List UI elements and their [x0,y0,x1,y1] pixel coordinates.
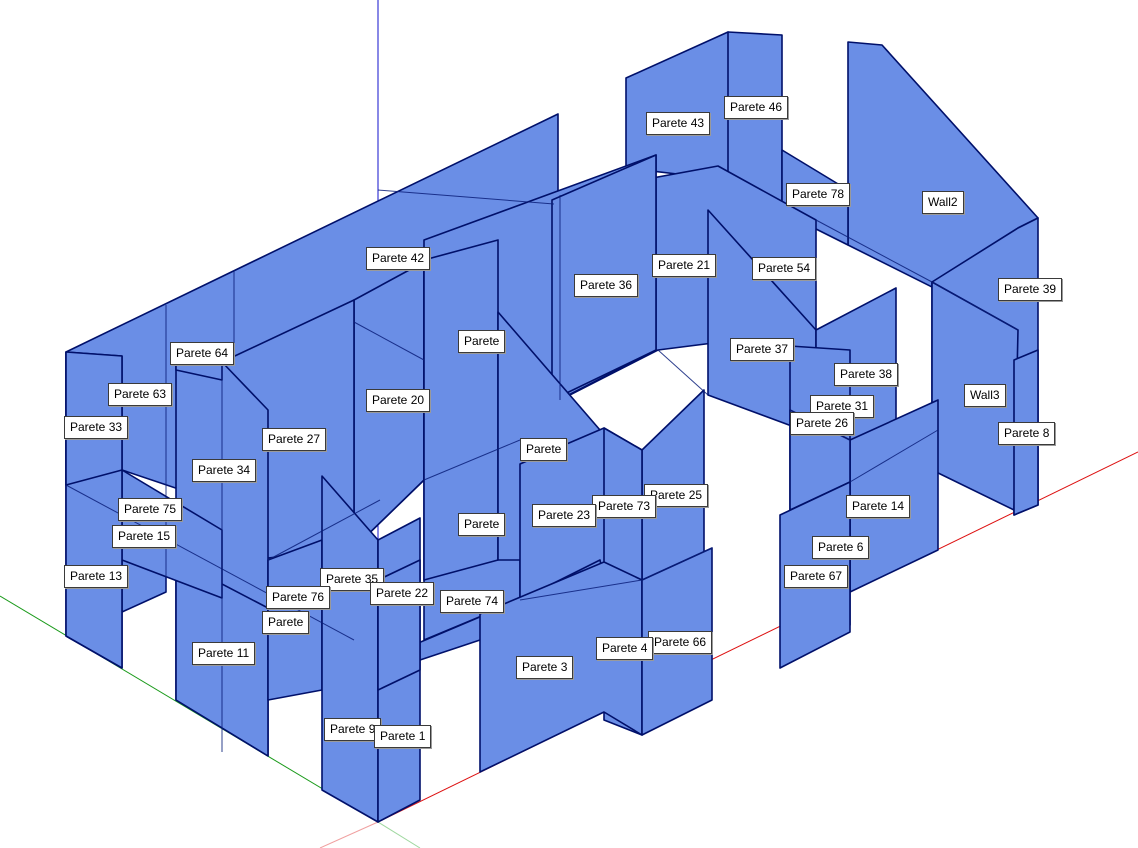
label-parete-26: Parete 26 [790,412,855,435]
label-parete-73: Parete 73 [592,495,657,518]
label-parete-46: Parete 46 [724,96,789,119]
label-parete-36: Parete 36 [574,274,639,297]
label-parete-23: Parete 23 [532,504,597,527]
label-parete-66: Parete 66 [648,631,713,654]
label-parete-partial-3: Parete [458,513,506,536]
edge-line [377,189,555,205]
label-parete-27: Parete 27 [262,428,327,451]
edge-line [641,547,713,581]
label-parete-4: Parete 4 [596,637,654,660]
label-parete-64: Parete 64 [170,342,235,365]
edge-line [657,349,709,396]
label-wall3: Wall3 [964,384,1006,407]
label-parete-34: Parete 34 [192,459,257,482]
edge-line [849,429,939,483]
label-parete-partial-4: Parete [262,611,310,634]
green-axis [0,595,379,823]
label-parete-6: Parete 6 [812,536,870,559]
edge-line [423,439,521,481]
label-parete-38: Parete 38 [834,363,899,386]
edge-line [815,219,933,283]
label-parete-75: Parete 75 [118,498,183,521]
wall-parete-43[interactable] [625,31,729,181]
label-parete-13: Parete 13 [64,565,129,588]
label-parete-37: Parete 37 [730,338,795,361]
label-wall2: Wall2 [922,191,964,214]
label-parete-21: Parete 21 [652,254,717,277]
label-parete-25: Parete 25 [644,484,709,507]
label-parete-42: Parete 42 [366,247,431,270]
label-parete-67: Parete 67 [784,565,849,588]
label-parete-8: Parete 8 [998,422,1056,445]
green-axis-negative [377,821,421,848]
edge-line [519,579,643,601]
label-parete-1: Parete 1 [374,725,432,748]
label-parete-partial-1: Parete [458,330,506,353]
label-parete-11: Parete 11 [192,642,256,665]
label-parete-78: Parete 78 [786,183,851,206]
label-parete-20: Parete 20 [366,389,431,412]
label-parete-33: Parete 33 [64,416,129,439]
wall-parete-22[interactable] [377,559,421,691]
label-parete-54: Parete 54 [752,257,817,280]
label-parete-14: Parete 14 [846,495,911,518]
label-parete-35: Parete 35 [320,568,385,591]
label-parete-43: Parete 43 [646,112,711,135]
label-parete-39: Parete 39 [998,278,1063,301]
red-axis-negative [319,821,379,848]
label-parete-9: Parete 9 [324,718,382,741]
label-parete-63: Parete 63 [108,383,173,406]
label-parete-15: Parete 15 [112,525,177,548]
label-parete-partial-2: Parete [520,438,568,461]
label-parete-74: Parete 74 [440,590,505,613]
label-parete-76: Parete 76 [266,586,331,609]
edge-line [931,281,1019,331]
edge-line [267,499,381,561]
label-parete-22: Parete 22 [370,582,435,605]
label-parete-3: Parete 3 [516,656,574,679]
edge-line [353,321,425,361]
